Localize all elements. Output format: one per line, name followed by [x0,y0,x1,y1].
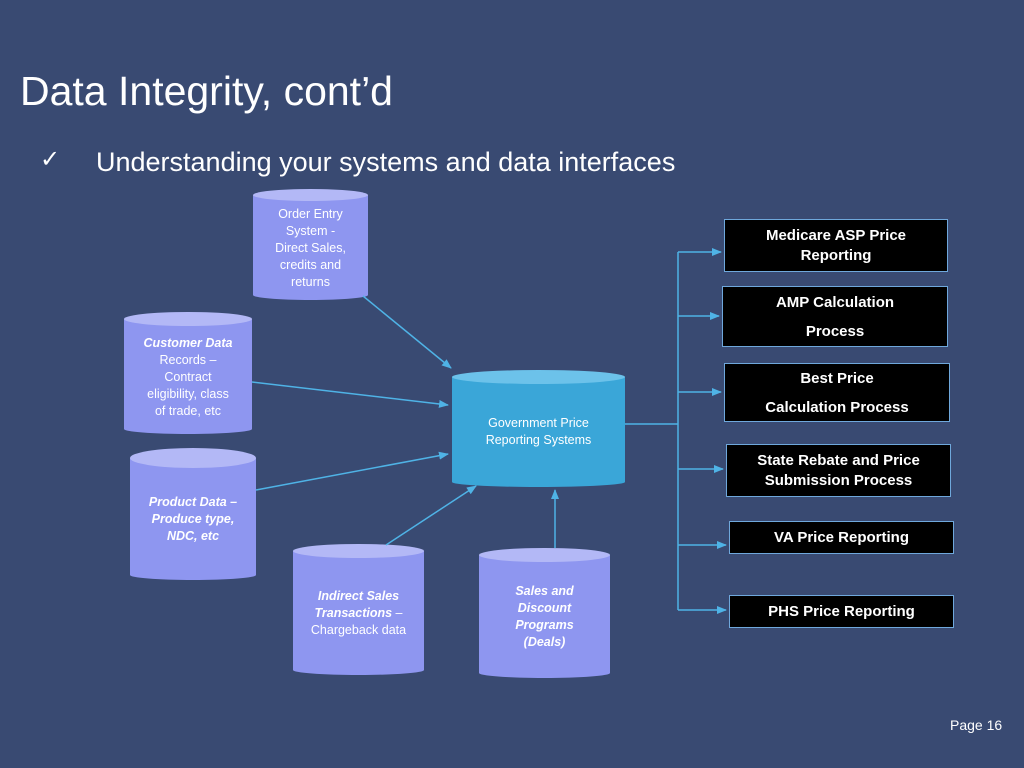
sales-discount-label: Sales and Discount Programs (Deals) [515,584,574,649]
cylinder-government-price-hub [452,370,625,487]
bullet-text: Understanding your systems and data inte… [96,147,676,177]
product-data-label: Product Data – Produce type, NDC, etc [148,495,238,543]
output-box-best-price: Best Price Calculation Process [724,363,950,422]
arrow-indirect-sales-to-hub [385,485,477,546]
arrow-order-entry-to-hub [362,295,452,369]
output-box-state-rebate: State Rebate and Price Submission Proces… [726,444,951,497]
cylinder-indirect-sales [293,544,424,675]
cylinder-customer-data [124,312,252,434]
checkmark-icon: ✓ [40,145,61,173]
arrow-product-data-to-hub [255,451,449,491]
slide-title: Data Integrity, cont’d [20,68,393,114]
hub-label: Government Price Reporting Systems [485,416,592,447]
output-box-phs-price: PHS Price Reporting [729,595,954,628]
output-box-va-price: VA Price Reporting [729,521,954,554]
output-box-amp: AMP Calculation Process [722,286,948,347]
indirect-sales-label: Indirect Sales Transactions – Chargeback… [310,589,407,637]
arrow-customer-data-to-hub [251,381,449,408]
customer-data-label: Customer Data Records – Contract eligibi… [143,336,233,418]
cylinder-product-data [130,448,256,580]
page-number: Page 16 [950,717,1003,733]
cylinder-sales-discount [479,548,610,678]
order-entry-label: Order Entry System - Direct Sales, credi… [275,207,346,289]
cylinder-order-entry [253,189,368,300]
output-box-medicare-asp: Medicare ASP Price Reporting [724,219,948,272]
